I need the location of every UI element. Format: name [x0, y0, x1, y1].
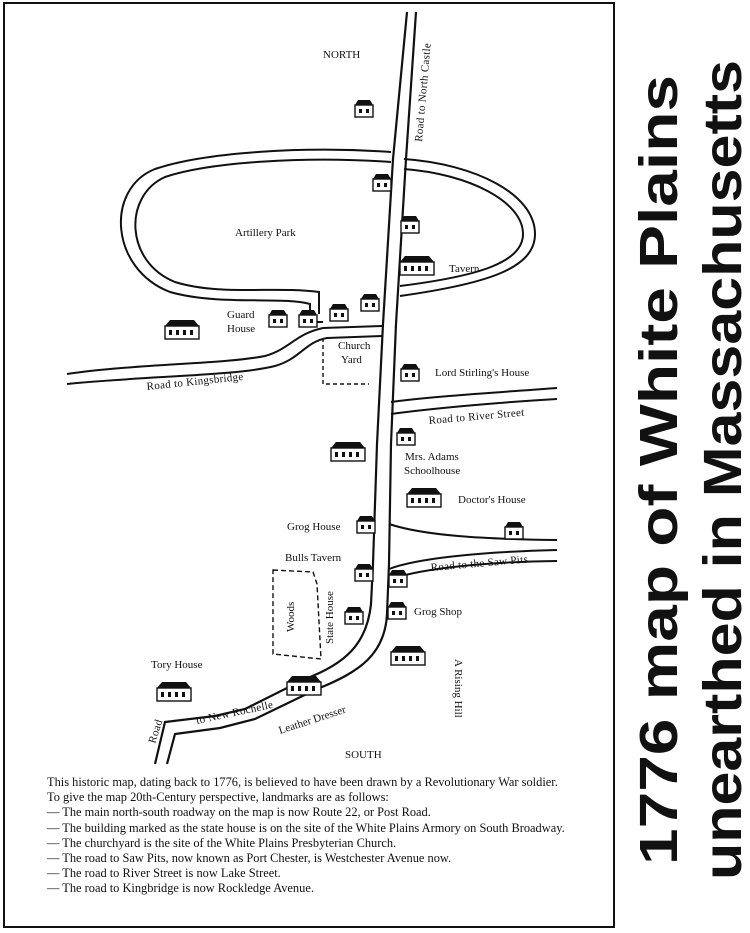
lord-stirling-label: Lord Stirling's House	[435, 367, 529, 379]
house-icon	[390, 645, 426, 666]
state-house-label: State House	[324, 591, 336, 644]
road-saw-pits	[388, 549, 558, 570]
bulls-tavern-icon	[354, 563, 374, 582]
tavern-icon	[399, 255, 435, 276]
house-icon	[400, 215, 420, 234]
caption-item: — The main north-south roadway on the ma…	[47, 805, 431, 820]
road-kingsbridge	[66, 325, 384, 375]
house-icon	[388, 569, 408, 588]
doctors-house-icon	[406, 487, 442, 508]
house-icon	[360, 293, 380, 312]
church-yard-outline	[322, 338, 369, 385]
house-icon	[298, 309, 318, 328]
headline-line-2: unearthed in Massachusetts	[693, 60, 750, 880]
headline-line-1-rot: 1776 map of White Plains	[629, 75, 689, 865]
tory-house-label: Tory House	[151, 659, 203, 671]
church-yard-label-2: Yard	[341, 354, 362, 366]
guard-house-icon	[268, 309, 288, 328]
historic-map: NORTH SOUTH Road to North Castle Road to…	[66, 11, 558, 765]
map-frame: NORTH SOUTH Road to North Castle Road to…	[3, 2, 615, 928]
house-icon	[330, 441, 366, 462]
lord-stirling-house-icon	[400, 363, 420, 382]
grog-house-label: Grog House	[287, 521, 341, 533]
state-house-icon	[344, 606, 364, 625]
mrs-adams-label-2: Schoolhouse	[404, 465, 460, 477]
woods-label: Woods	[285, 602, 297, 632]
north-house-icon	[354, 99, 374, 118]
road-new-rochelle-label-2: to New Rochelle	[195, 699, 274, 727]
road-north-castle-label: Road to North Castle	[413, 42, 434, 142]
grog-house-icon	[356, 515, 376, 534]
north-label: NORTH	[323, 49, 360, 61]
caption-item: — The road to River Street is now Lake S…	[47, 866, 281, 881]
map-caption: This historic map, dating back to 1776, …	[19, 775, 605, 897]
grog-shop-icon	[387, 601, 407, 620]
guard-house-label-1: Guard	[227, 309, 255, 321]
tavern-label: Tavern	[449, 263, 480, 275]
artillery-park-label: Artillery Park	[235, 227, 296, 239]
rising-hill-label: A Rising Hill	[452, 659, 464, 718]
church-yard-label-1: Church	[338, 340, 371, 352]
loop-house-icon	[372, 173, 392, 192]
mrs-adams-label-1: Mrs. Adams	[405, 451, 459, 463]
main-road-east-edge	[165, 11, 418, 765]
headline: 1776 map of White Plains 1776 map of Whi…	[629, 60, 750, 880]
house-icon	[164, 319, 200, 340]
south-label: SOUTH	[345, 749, 382, 761]
schoolhouse-icon	[396, 427, 416, 446]
road-river-street-label: Road to River Street	[428, 407, 525, 427]
road-river-street	[390, 387, 558, 403]
caption-item: — The churchyard is the site of the Whit…	[47, 835, 397, 850]
leather-dresser-label: Leather Dresser	[277, 704, 348, 737]
tory-house-icon	[156, 681, 192, 702]
house-icon	[504, 521, 524, 540]
caption-perspective: To give the map 20th-Century perspective…	[47, 790, 389, 805]
caption-item: — The road to Kingbridge is now Rockledg…	[47, 881, 314, 896]
woods-outline	[272, 569, 322, 660]
leather-dresser-icon	[286, 675, 322, 696]
caption-item: — The building marked as the state house…	[47, 820, 565, 835]
caption-item: — The road to Saw Pits, now known as Por…	[47, 851, 452, 866]
artillery-park-loop	[119, 148, 392, 323]
grog-shop-label: Grog Shop	[414, 606, 462, 618]
house-icon	[329, 303, 349, 322]
caption-intro: This historic map, dating back to 1776, …	[47, 775, 558, 789]
guard-house-label-2: House	[227, 323, 255, 335]
bulls-tavern-label: Bulls Tavern	[285, 552, 342, 564]
doctors-house-label: Doctor's House	[458, 494, 526, 506]
